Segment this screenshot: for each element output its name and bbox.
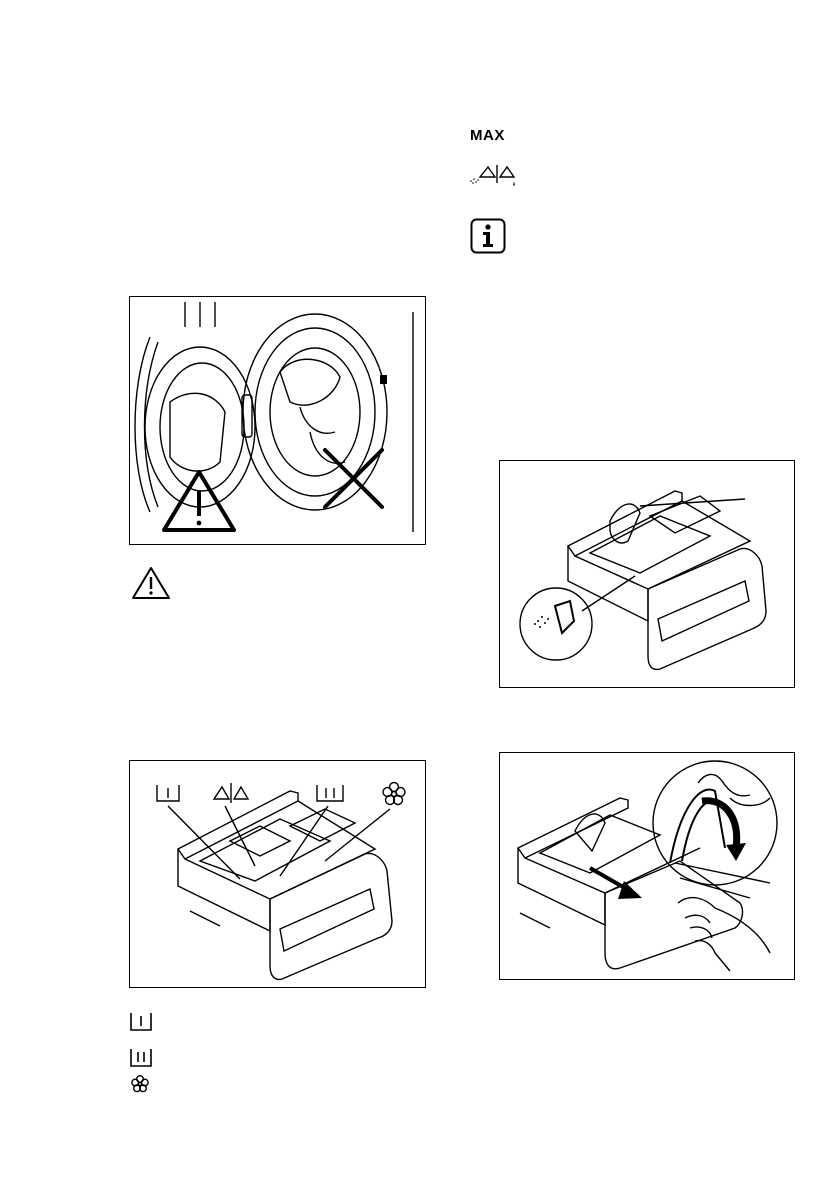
powder-flap-figure [499, 460, 795, 688]
fabric-softener-icon [129, 1073, 151, 1095]
door-warning-figure [129, 296, 426, 545]
softener-symbol-icon [383, 783, 405, 805]
info-icon [470, 218, 506, 254]
liquid-powder-flap-icon [468, 163, 524, 189]
dispenser-compartments-figure [129, 760, 426, 988]
max-level-label: MAX [470, 127, 505, 144]
main-wash-compartment-icon [129, 1047, 155, 1069]
main-wash-symbol-icon [317, 785, 343, 801]
remove-dispenser-figure [499, 752, 795, 980]
prewash-compartment-icon [129, 1011, 155, 1033]
warning-icon [131, 566, 171, 600]
warning-triangle-icon [164, 472, 234, 530]
